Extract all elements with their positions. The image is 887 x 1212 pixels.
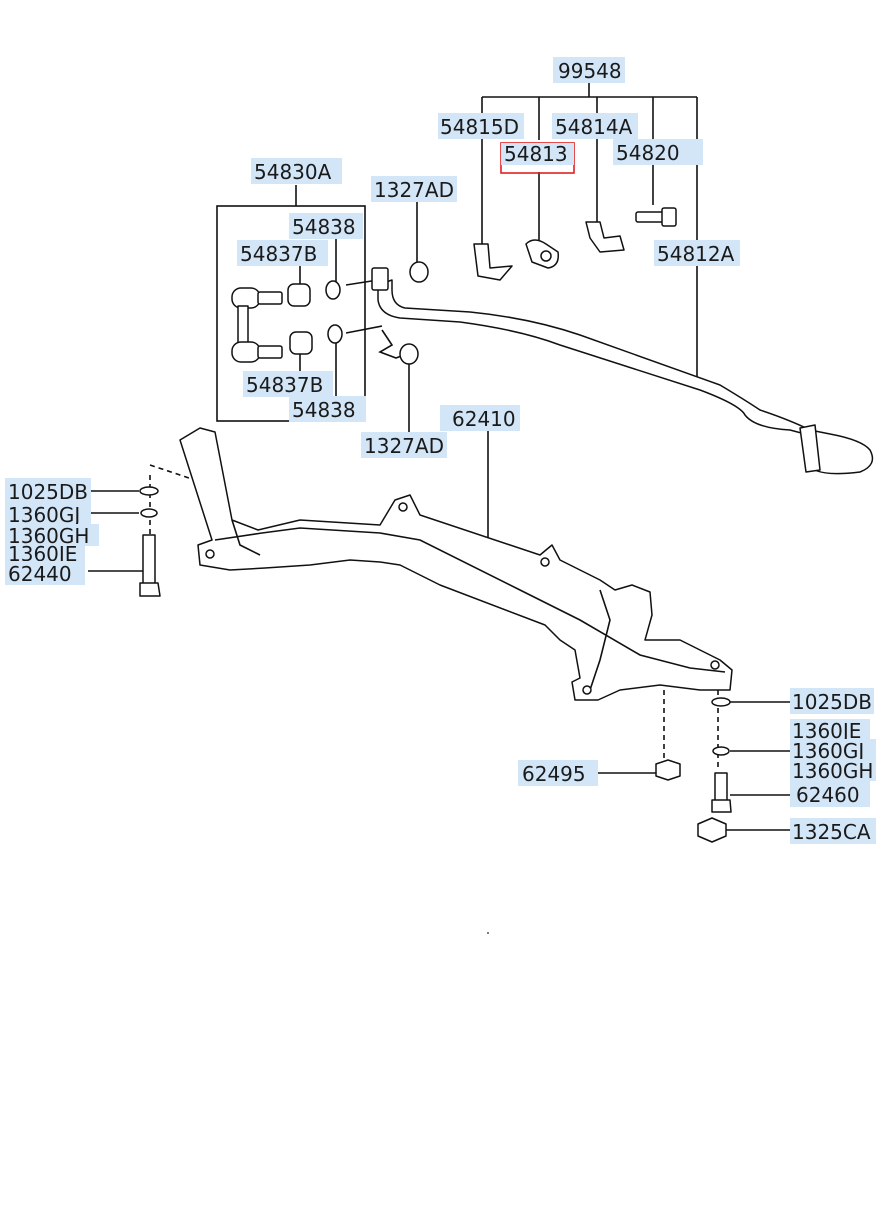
bar-bracket-54815D <box>473 243 513 281</box>
left-mount-bolt-stack <box>139 486 161 597</box>
svg-text:54812A: 54812A <box>657 242 735 266</box>
crossmember-62410 <box>179 427 733 701</box>
svg-text:1327AD: 1327AD <box>374 178 454 202</box>
svg-text:1025DB: 1025DB <box>792 690 872 714</box>
svg-text:62495: 62495 <box>522 762 586 786</box>
right-mount-bolt-stack <box>655 697 732 843</box>
svg-text:54815D: 54815D <box>440 115 519 139</box>
label-1360GJ-left: 1360GJ <box>5 502 91 527</box>
svg-text:1360GJ: 1360GJ <box>8 503 80 527</box>
stabilizer-link-assembly <box>231 261 429 365</box>
label-54814A: 54814A <box>552 113 638 139</box>
label-54830A: 54830A <box>251 158 342 184</box>
label-54837B-bottom: 54837B <box>243 371 333 397</box>
svg-text:54820: 54820 <box>616 141 680 165</box>
svg-text:99548: 99548 <box>558 59 622 83</box>
svg-text:54838: 54838 <box>292 215 356 239</box>
label-54820: 54820 <box>613 139 703 165</box>
label-1327AD-bottom: 1327AD <box>361 432 447 458</box>
svg-text:1360GH: 1360GH <box>792 759 873 783</box>
stray-dot <box>487 932 489 934</box>
label-1360GH-right: 1360GH <box>790 759 876 783</box>
label-54838-bottom: 54838 <box>289 396 366 422</box>
label-1025DB-left: 1025DB <box>5 478 91 504</box>
label-1327AD-top: 1327AD <box>371 176 457 202</box>
svg-text:54813: 54813 <box>504 142 568 166</box>
label-54813: 54813 <box>501 142 574 166</box>
bushing-54813 <box>525 239 560 269</box>
svg-text:62460: 62460 <box>796 783 860 807</box>
svg-text:62440: 62440 <box>8 562 72 586</box>
label-54838-top: 54838 <box>289 213 363 239</box>
svg-text:54814A: 54814A <box>555 115 633 139</box>
label-62440: 62440 <box>5 561 85 586</box>
label-99548: 99548 <box>553 57 625 83</box>
svg-text:1025DB: 1025DB <box>8 480 88 504</box>
label-1325CA: 1325CA <box>790 818 876 844</box>
svg-text:54830A: 54830A <box>254 160 332 184</box>
svg-text:54837B: 54837B <box>240 242 317 266</box>
label-62410: 62410 <box>440 405 520 431</box>
stabilizer-bar <box>371 267 874 475</box>
svg-text:1325CA: 1325CA <box>792 820 871 844</box>
label-62495: 62495 <box>518 760 598 786</box>
label-54837B-top: 54837B <box>237 240 328 266</box>
bolt-54820 <box>635 207 677 227</box>
bracket-54814A <box>585 221 625 253</box>
label-54815D: 54815D <box>438 113 524 139</box>
svg-text:1327AD: 1327AD <box>364 434 444 458</box>
label-62460: 62460 <box>790 781 870 807</box>
label-1025DB-right: 1025DB <box>790 688 874 714</box>
svg-text:54838: 54838 <box>292 398 356 422</box>
svg-text:54837B: 54837B <box>246 373 323 397</box>
svg-text:62410: 62410 <box>452 407 516 431</box>
label-54812A: 54812A <box>654 240 740 266</box>
